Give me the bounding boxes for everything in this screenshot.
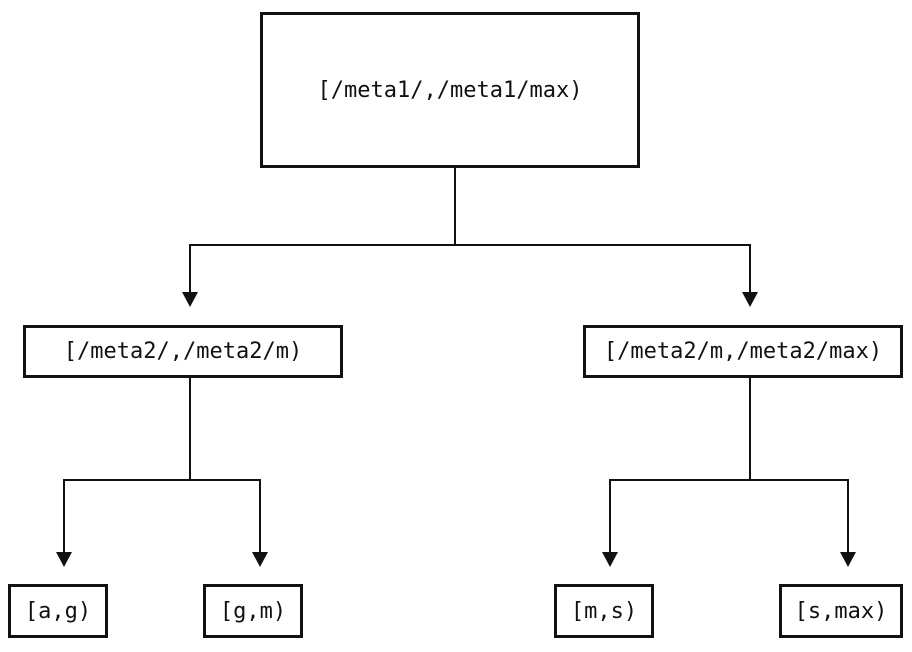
node-root: [/meta1/,/meta1/max): [260, 12, 640, 168]
node-meta2-high: [/meta2/m,/meta2/max): [583, 325, 903, 378]
edge-meta2-high-to-leaf-smax-line: [847, 479, 849, 552]
edge-meta2-low-to-leaf-ag-line: [63, 479, 65, 552]
node-leaf-ag: [a,g): [8, 584, 108, 638]
edge-root-stem-line: [454, 168, 456, 246]
edge-meta2-low-stem-line: [189, 378, 191, 480]
edge-level2-left-horizontal-line: [63, 479, 261, 481]
node-leaf-ms: [m,s): [554, 584, 654, 638]
arrow-down-icon: [742, 292, 758, 307]
arrow-down-icon: [182, 292, 198, 307]
node-meta2-low: [/meta2/,/meta2/m): [23, 325, 343, 378]
node-leaf-smax: [s,max): [779, 584, 903, 638]
edge-meta2-low-to-leaf-gm-line: [259, 479, 261, 552]
arrow-down-icon: [56, 552, 72, 567]
arrow-down-icon: [840, 552, 856, 567]
arrow-down-icon: [602, 552, 618, 567]
arrow-down-icon: [252, 552, 268, 567]
node-leaf-gm: [g,m): [203, 584, 303, 638]
edge-root-to-meta2-high-line: [749, 244, 751, 292]
edge-meta2-high-to-leaf-ms-line: [609, 479, 611, 552]
edge-level2-right-horizontal-line: [609, 479, 849, 481]
edge-meta2-high-stem-line: [749, 378, 751, 480]
edge-root-to-meta2-low-line: [189, 244, 191, 292]
edge-level1-horizontal-line: [189, 244, 751, 246]
